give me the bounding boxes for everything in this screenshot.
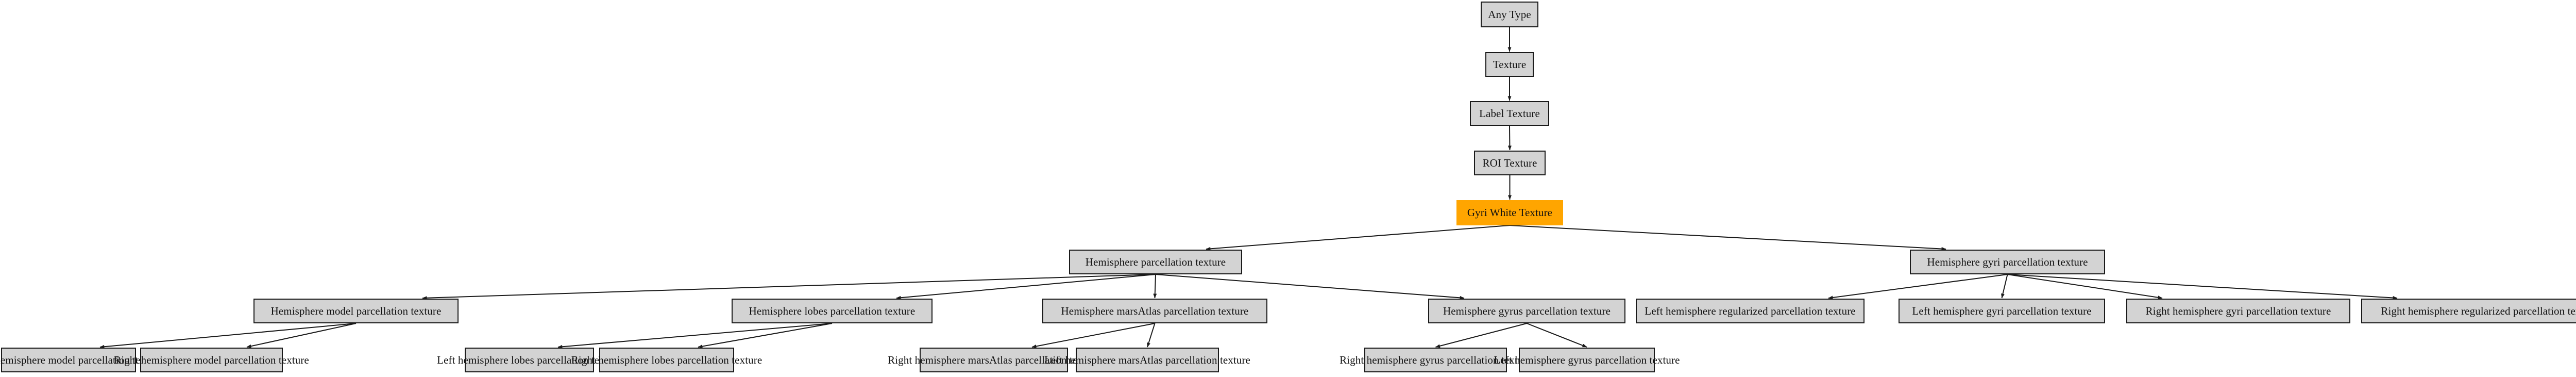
edge-hemi_lobes_parc-to-right_lobes_parc <box>698 323 833 348</box>
node-left_reg_parc[interactable]: Left hemisphere regularized parcellation… <box>1636 299 1865 323</box>
node-hemi_gyri_parc[interactable]: Hemisphere gyri parcellation texture <box>1910 250 2105 274</box>
edge-gyri_white_texture-to-hemi_gyri_parc <box>1510 225 1946 251</box>
node-right_mars_parc[interactable]: Right hemisphere marsAtlas parcellation … <box>888 348 1100 372</box>
node-label: Left hemisphere marsAtlas parcellation t… <box>1044 353 1250 366</box>
node-left_lobes_parc[interactable]: Left hemisphere lobes parcellation textu… <box>437 348 622 372</box>
node-hemi_parc[interactable]: Hemisphere parcellation texture <box>1069 250 1242 274</box>
node-label_texture[interactable]: Label Texture <box>1470 101 1549 126</box>
edge-hemi_model_parc-to-right_model_parc <box>246 323 357 348</box>
node-label: Right hemisphere lobes parcellation text… <box>571 353 762 366</box>
node-label: Right hemisphere gyrus parcellation text… <box>1340 353 1532 366</box>
edge-hemi_mars_parc-to-right_mars_parc <box>1031 323 1155 348</box>
node-gyri_white_texture[interactable]: Gyri White Texture <box>1456 200 1563 225</box>
edge-hemi_mars_parc-to-left_mars_parc <box>1147 323 1156 348</box>
node-label: Left hemisphere regularized parcellation… <box>1645 304 1856 317</box>
edge-hemi_gyri_parc-to-left_reg_parc <box>1828 274 2008 300</box>
edge-hemi_gyrus_parc-to-right_gyrus_parc <box>1435 323 1527 348</box>
node-label: Hemisphere model parcellation texture <box>270 304 442 317</box>
node-label: Gyri White Texture <box>1467 206 1553 219</box>
node-label: Right hemisphere model parcellation text… <box>114 353 309 366</box>
edge-hemi_parc-to-hemi_mars_parc <box>1153 274 1157 299</box>
node-label: Hemisphere gyri parcellation texture <box>1927 255 2088 268</box>
node-label: Left hemisphere model parcellation textu… <box>0 353 163 366</box>
node-label: Label Texture <box>1479 107 1540 120</box>
edge-hemi_gyri_parc-to-right_gyri_parc <box>2007 274 2163 300</box>
node-hemi_gyrus_parc[interactable]: Hemisphere gyrus parcellation texture <box>1428 299 1625 323</box>
node-label: Hemisphere marsAtlas parcellation textur… <box>1061 304 1249 317</box>
node-label: ROI Texture <box>1482 156 1537 169</box>
node-texture[interactable]: Texture <box>1485 52 1534 77</box>
node-left_mars_parc[interactable]: Left hemisphere marsAtlas parcellation t… <box>1044 348 1250 372</box>
node-left_gyrus_parc[interactable]: Left hemisphere gyrus parcellation textu… <box>1494 348 1680 372</box>
node-label: Hemisphere gyrus parcellation texture <box>1443 304 1611 317</box>
edge-hemi_parc-to-hemi_lobes_parc <box>896 274 1156 300</box>
node-hemi_lobes_parc[interactable]: Hemisphere lobes parcellation texture <box>732 299 933 323</box>
node-right_lobes_parc[interactable]: Right hemisphere lobes parcellation text… <box>571 348 762 372</box>
node-label: Right hemisphere gyri parcellation textu… <box>2145 304 2331 317</box>
node-right_gyrus_parc[interactable]: Right hemisphere gyrus parcellation text… <box>1340 348 1532 372</box>
node-left_gyri_parc[interactable]: Left hemisphere gyri parcellation textur… <box>1899 299 2105 323</box>
node-hemi_model_parc[interactable]: Hemisphere model parcellation texture <box>253 299 459 323</box>
edge-hemi_parc-to-hemi_model_parc <box>422 274 1156 300</box>
node-label: Hemisphere lobes parcellation texture <box>749 304 916 317</box>
node-roi_texture[interactable]: ROI Texture <box>1474 151 1546 175</box>
node-right_gyri_parc[interactable]: Right hemisphere gyri parcellation textu… <box>2126 299 2350 323</box>
edge-gyri_white_texture-to-hemi_parc <box>1206 225 1510 251</box>
node-right_reg_parc[interactable]: Right hemisphere regularized parcellatio… <box>2361 299 2576 323</box>
node-label: Texture <box>1493 58 1527 71</box>
node-label: Left hemisphere gyrus parcellation textu… <box>1494 353 1680 366</box>
node-label: Any Type <box>1488 8 1531 21</box>
edge-hemi_gyri_parc-to-right_reg_parc <box>2007 274 2398 300</box>
edge-hemi_gyri_parc-to-left_gyri_parc <box>2001 274 2008 299</box>
node-label: Hemisphere parcellation texture <box>1085 255 1226 268</box>
edge-hemi_model_parc-to-left_model_parc <box>99 323 357 349</box>
node-right_model_parc[interactable]: Right hemisphere model parcellation text… <box>114 348 309 372</box>
node-label: Left hemisphere lobes parcellation textu… <box>437 353 622 366</box>
edge-hemi_parc-to-hemi_gyrus_parc <box>1155 274 1465 300</box>
node-hemi_mars_parc[interactable]: Hemisphere marsAtlas parcellation textur… <box>1042 299 1267 323</box>
node-label: Right hemisphere regularized parcellatio… <box>2381 304 2576 317</box>
node-any_type[interactable]: Any Type <box>1481 2 1538 27</box>
edge-hemi_lobes_parc-to-left_lobes_parc <box>557 323 833 349</box>
node-left_model_parc[interactable]: Left hemisphere model parcellation textu… <box>0 348 163 372</box>
edge-hemi_gyrus_parc-to-left_gyrus_parc <box>1527 323 1587 348</box>
node-label: Right hemisphere marsAtlas parcellation … <box>888 353 1100 366</box>
node-label: Left hemisphere gyri parcellation textur… <box>1912 304 2092 317</box>
